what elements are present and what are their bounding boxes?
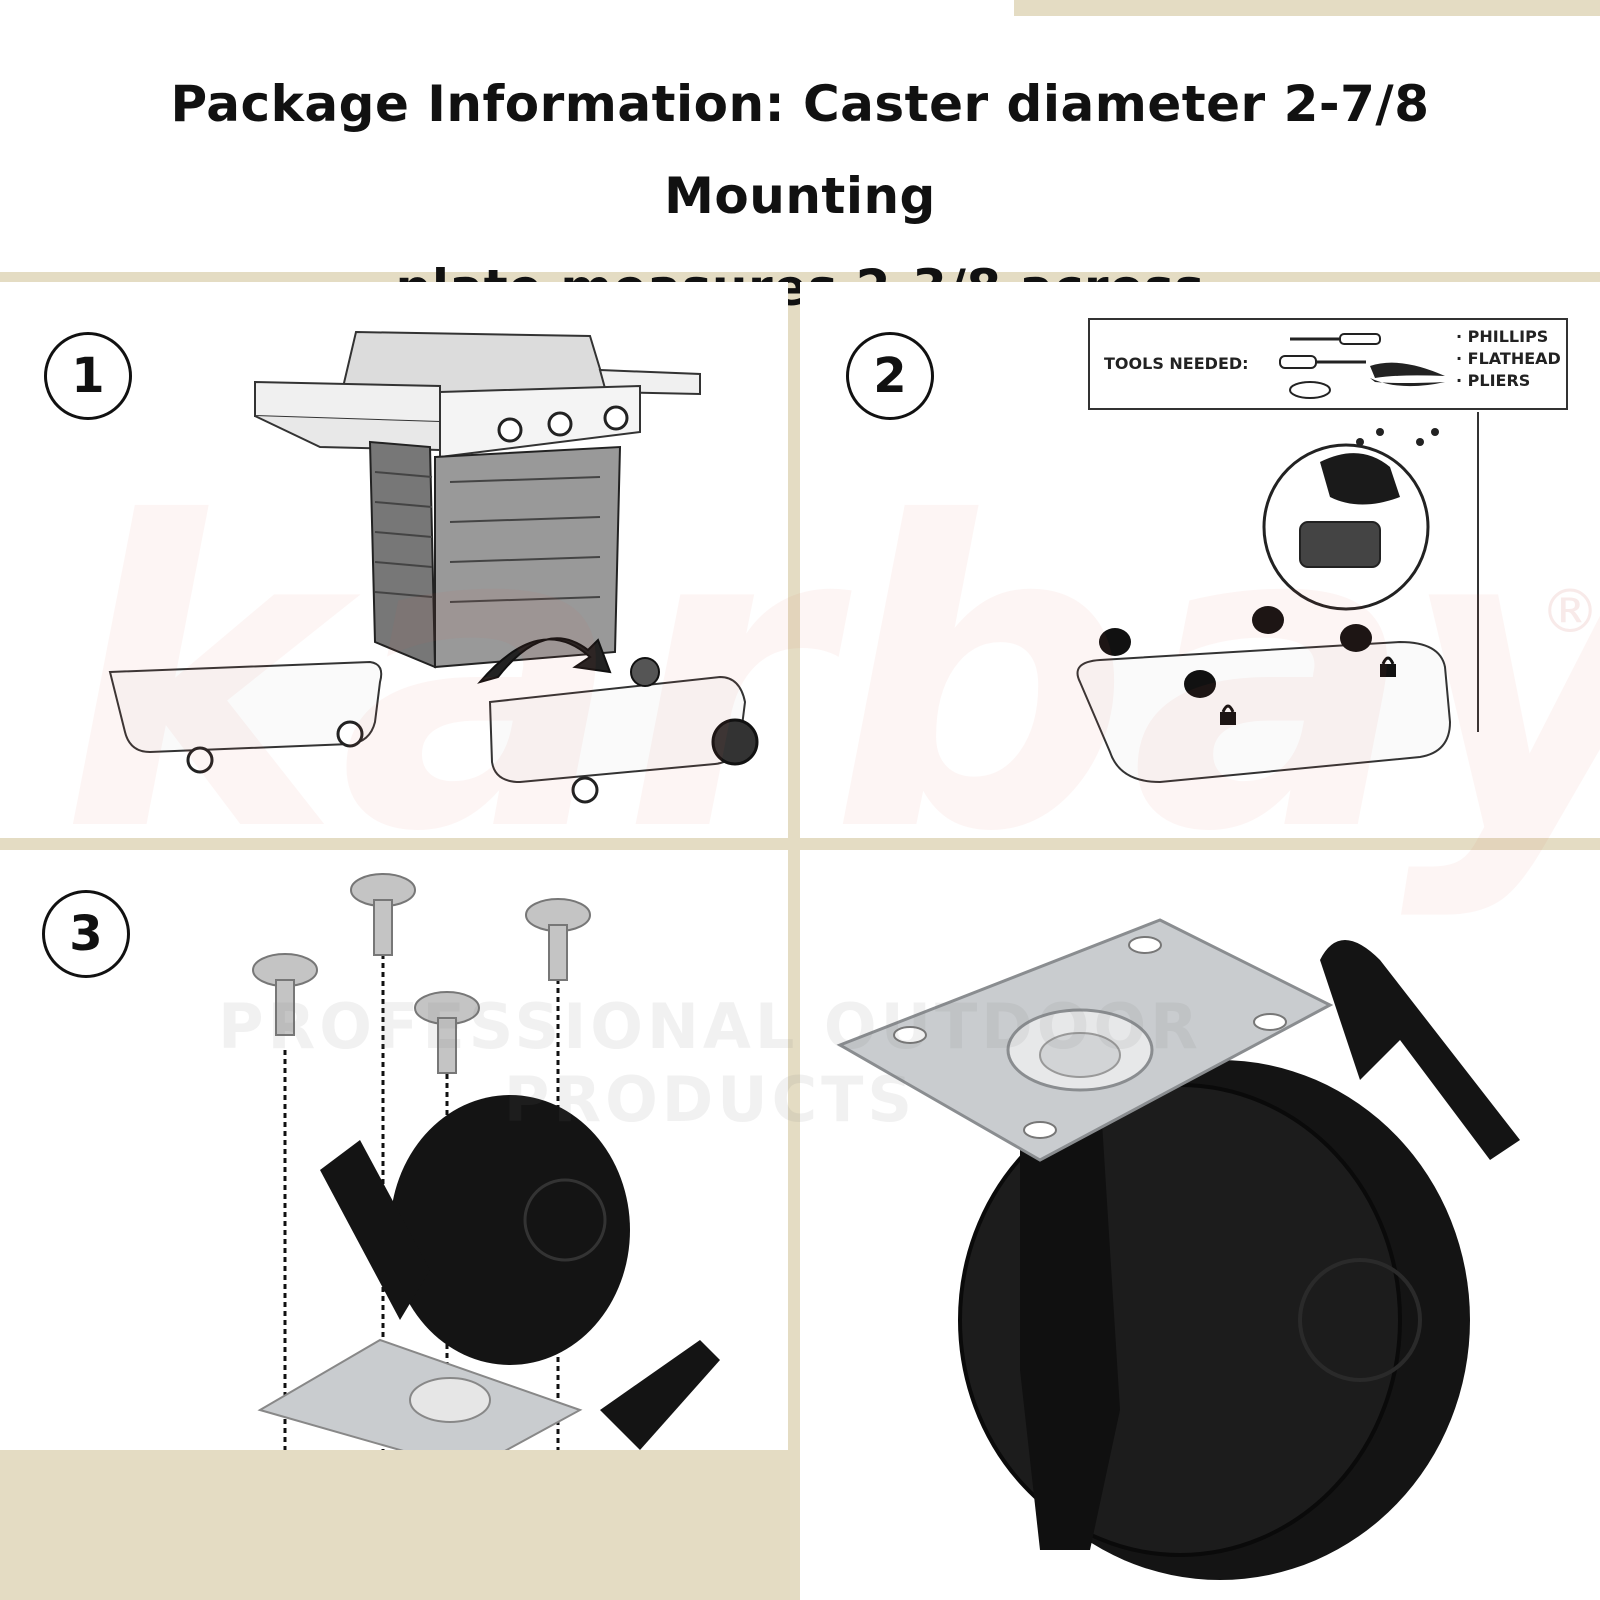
lock-icon bbox=[1220, 656, 1396, 725]
left-base-wheel-1 bbox=[186, 746, 214, 774]
header-banner: Package Information: Caster diameter 2-7… bbox=[0, 0, 1600, 317]
caster-brake-lever bbox=[1320, 940, 1520, 1160]
grill-knob-1 bbox=[497, 417, 523, 443]
left-base-wheel-2 bbox=[336, 720, 364, 748]
tools-icon bbox=[1279, 333, 1445, 399]
tools-needed-box: TOOLS NEEDED: · PHILLIPS · FLATHEAD · PL… bbox=[1088, 318, 1568, 410]
grill-base-board-right bbox=[488, 675, 747, 784]
tool-flathead: · FLATHEAD bbox=[1456, 349, 1561, 368]
base-board bbox=[1076, 640, 1452, 784]
step-2-badge: 2 bbox=[846, 332, 934, 420]
grill-knob-2 bbox=[547, 411, 573, 437]
registered-mark-icon: ® bbox=[1540, 577, 1600, 647]
caster-product-illustration bbox=[836, 918, 1520, 1580]
step-3-badge: 3 bbox=[42, 890, 130, 978]
tool-phillips: · PHILLIPS bbox=[1456, 327, 1549, 346]
brake-lever bbox=[600, 1340, 720, 1450]
caster-wheel-tilted bbox=[320, 1095, 630, 1365]
grill-illustration bbox=[108, 330, 759, 804]
grill-control-panel bbox=[439, 384, 641, 459]
screws-exploded-illustration bbox=[252, 873, 720, 1450]
screw-icon bbox=[252, 873, 591, 1074]
caster-icon-1 bbox=[1099, 628, 1131, 656]
caster-product-panel bbox=[800, 850, 1600, 1600]
right-base-wheel-3 bbox=[630, 657, 660, 687]
right-base-wheel-1 bbox=[571, 776, 599, 804]
tools-needed-label: TOOLS NEEDED: bbox=[1104, 354, 1249, 373]
caster-icon-2 bbox=[1252, 606, 1284, 634]
step-1-panel: 1 bbox=[0, 282, 788, 838]
right-base-wheel-2 bbox=[711, 718, 759, 766]
grill-base-board-left bbox=[108, 660, 383, 754]
caster-install-illustration: ® bbox=[1076, 412, 1600, 784]
title-line-1: Package Information: Caster diameter 2-7… bbox=[170, 75, 1430, 225]
header-accent-strip bbox=[1014, 0, 1600, 16]
swap-arrow bbox=[477, 637, 612, 684]
grill-side-shelf bbox=[254, 380, 441, 424]
caster-icon-3 bbox=[1340, 624, 1372, 652]
mounting-plate-tilted bbox=[257, 1338, 583, 1450]
grill-knob-3 bbox=[603, 405, 629, 431]
step-1-badge: 1 bbox=[44, 332, 132, 420]
step-2-panel: 2 TOOLS NEEDED: · PHILLIPS · FLATHEAD · … bbox=[800, 282, 1600, 838]
tool-pliers: · PLIERS bbox=[1456, 371, 1531, 390]
step-3-panel: 3 bbox=[0, 850, 788, 1450]
caster-icon-4 bbox=[1184, 670, 1216, 698]
caster-fork bbox=[1020, 1090, 1120, 1550]
